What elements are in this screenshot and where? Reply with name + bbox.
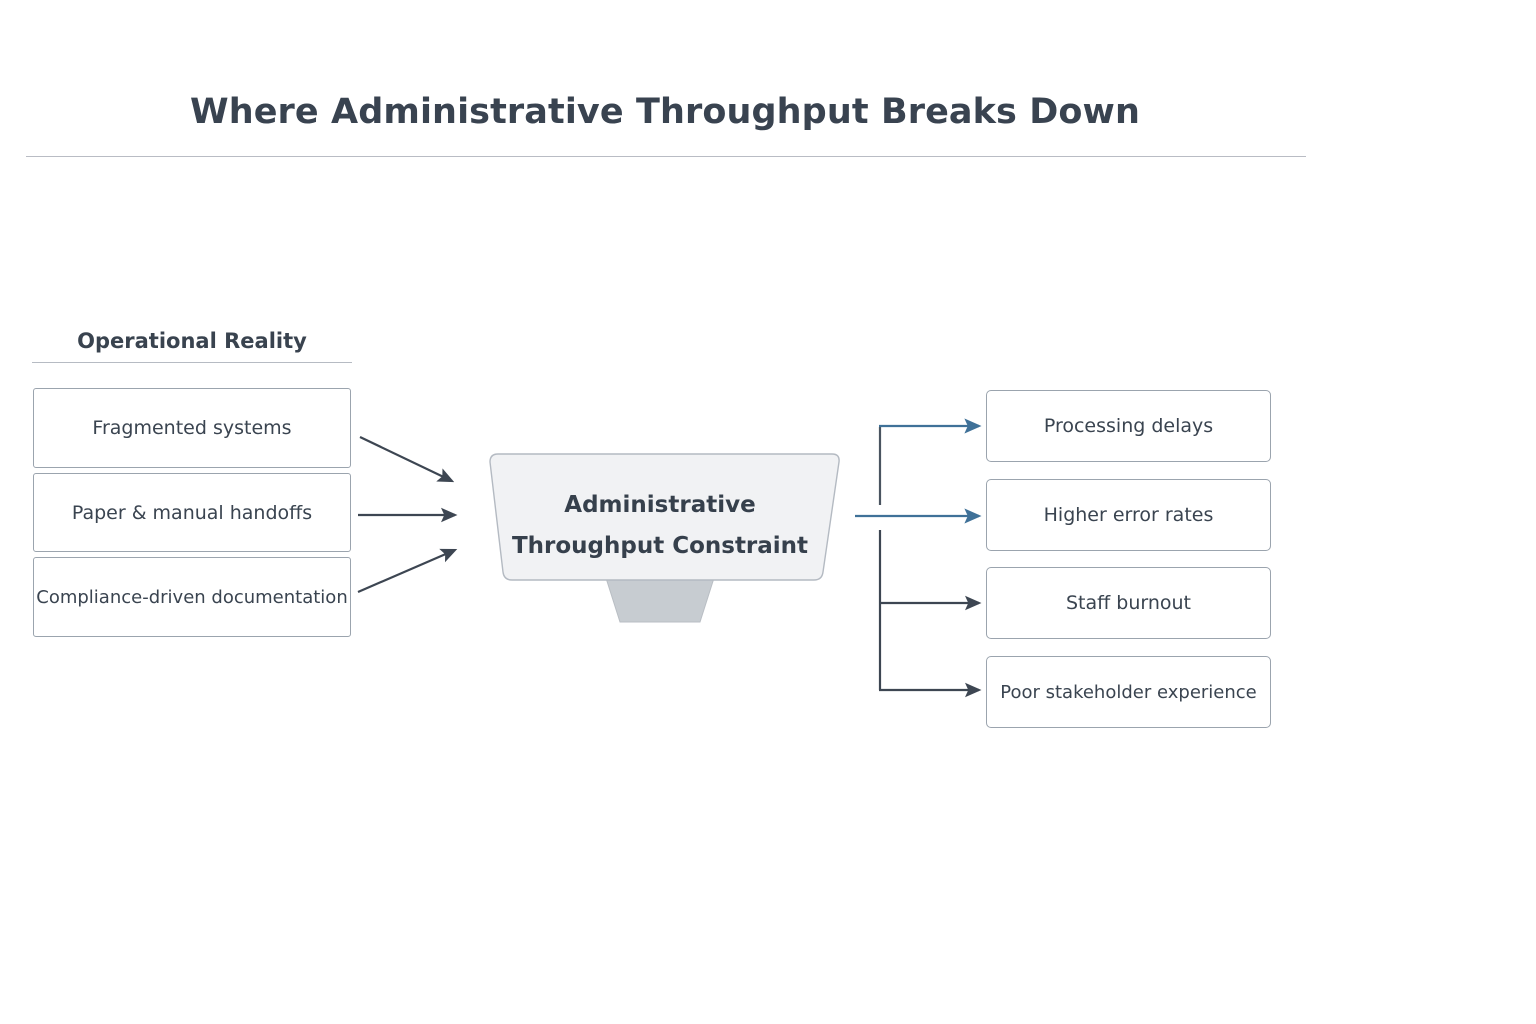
left-column-header-divider xyxy=(32,362,352,363)
funnel-neck-icon xyxy=(605,577,715,623)
cause-label: Fragmented systems xyxy=(92,417,292,439)
funnel-glyph-icon xyxy=(489,453,840,623)
effect-box-processing-delays[interactable]: Processing delays xyxy=(986,390,1271,462)
funnel-shape[interactable]: Administrative Throughput Constraint xyxy=(470,450,862,630)
cause-box-paper-manual-handoffs[interactable]: Paper & manual handoffs xyxy=(33,473,351,552)
effect-label: Staff burnout xyxy=(1065,592,1192,614)
input-arrow-fragmented-systems xyxy=(359,436,455,483)
cause-box-compliance-documentation[interactable]: Compliance-driven documentation xyxy=(33,557,351,637)
cause-label: Compliance-driven documentation xyxy=(36,586,348,608)
cause-label: Paper & manual handoffs xyxy=(71,501,313,524)
cause-box-fragmented-systems[interactable]: Fragmented systems xyxy=(33,388,351,468)
effect-box-poor-stakeholder-experience[interactable]: Poor stakeholder experience xyxy=(986,656,1271,728)
effect-box-higher-error-rates[interactable]: Higher error rates xyxy=(986,479,1271,551)
title-divider xyxy=(26,156,1306,157)
effect-label: Higher error rates xyxy=(1043,504,1214,526)
input-arrow-compliance-documentation xyxy=(357,548,458,594)
effect-label: Processing delays xyxy=(1043,415,1214,437)
page-title: Where Administrative Throughput Breaks D… xyxy=(190,92,1140,132)
left-column-header: Operational Reality xyxy=(77,329,307,353)
effect-box-staff-burnout[interactable]: Staff burnout xyxy=(986,567,1271,639)
effect-label: Poor stakeholder experience xyxy=(1000,681,1257,703)
funnel-body-icon xyxy=(489,453,840,581)
